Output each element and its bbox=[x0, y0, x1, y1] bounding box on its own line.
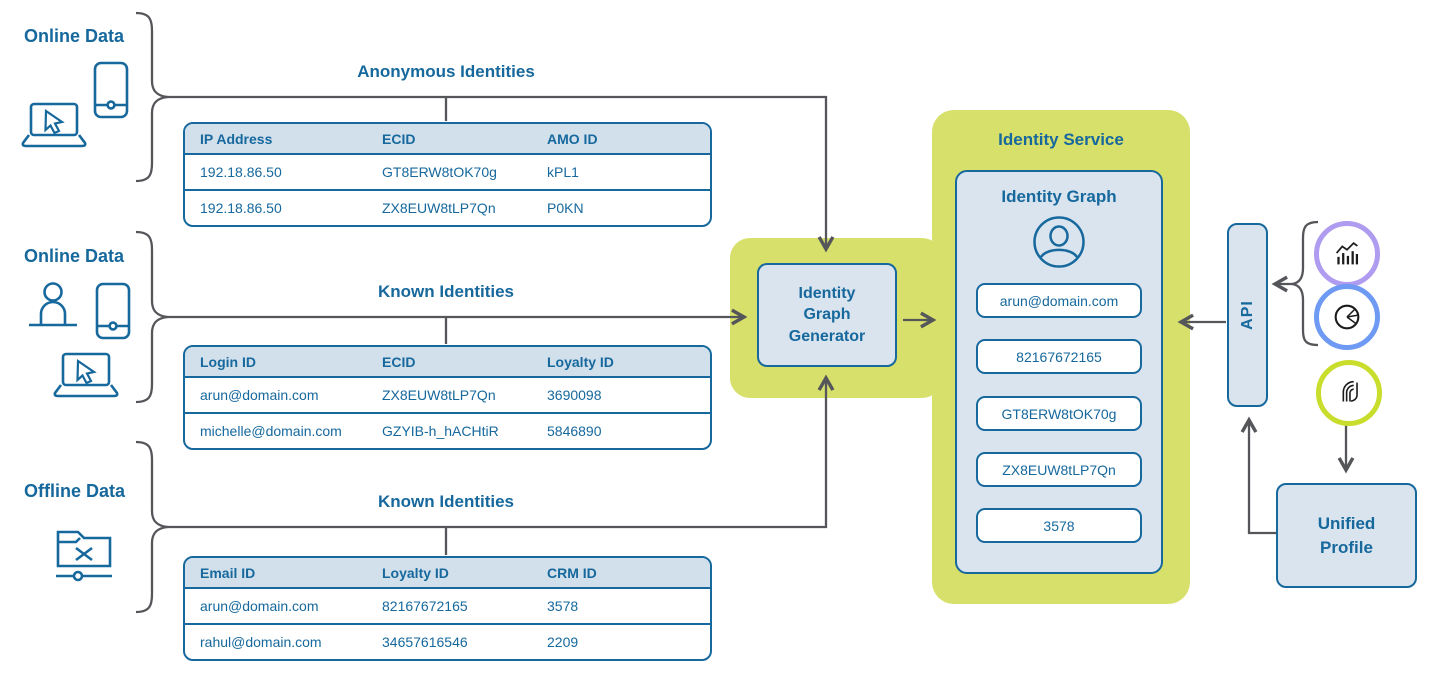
column-header: ECID bbox=[382, 353, 416, 370]
cell-email-id: rahul@domain.com bbox=[200, 634, 322, 650]
laptop-cursor-icon bbox=[21, 102, 87, 148]
brace-offline bbox=[135, 440, 169, 614]
cell-ip: 192.18.86.50 bbox=[200, 200, 282, 216]
table-row: arun@domain.com 82167672165 3578 bbox=[185, 589, 710, 623]
pie-consumer bbox=[1314, 284, 1380, 350]
column-header: IP Address bbox=[200, 130, 273, 147]
table-row: michelle@domain.com GZYIB-h_hACHtiR 5846… bbox=[185, 412, 710, 448]
cell-loyalty-id: 82167672165 bbox=[382, 598, 468, 614]
column-header: Login ID bbox=[200, 353, 256, 370]
analytics-consumer bbox=[1314, 221, 1380, 287]
cell-crm-id: 3578 bbox=[547, 598, 579, 614]
table-header-row: Login ID ECID Loyalty ID bbox=[185, 347, 710, 378]
column-header: Loyalty ID bbox=[547, 353, 614, 370]
identity-chip-email: arun@domain.com bbox=[976, 283, 1142, 318]
identity-graph-generator-box: Identity Graph Generator bbox=[757, 263, 897, 367]
profile-person-icon bbox=[1033, 216, 1085, 268]
person-icon bbox=[29, 282, 77, 327]
table-row: rahul@domain.com 34657616546 2209 bbox=[185, 623, 710, 659]
laptop-cursor-icon bbox=[53, 352, 119, 398]
source-label-online-2: Online Data bbox=[24, 246, 125, 266]
phone-icon bbox=[95, 282, 131, 340]
flow-profile-to-api bbox=[1240, 416, 1276, 535]
identity-service-title: Identity Service bbox=[998, 130, 1124, 149]
section-title-known-2: Known Identities bbox=[378, 492, 514, 511]
table-header-row: IP Address ECID AMO ID bbox=[185, 124, 710, 155]
column-header: CRM ID bbox=[547, 564, 597, 581]
network-folder-icon bbox=[56, 530, 112, 582]
cell-loyalty-id: 5846890 bbox=[547, 423, 602, 439]
cell-ecid: GZYIB-h_hACHtiR bbox=[382, 423, 499, 439]
source-label-online-1: Online Data bbox=[24, 26, 125, 46]
source-label-offline: Offline Data bbox=[24, 481, 126, 501]
brace-online-1 bbox=[135, 11, 169, 183]
identity-chip-ecid-2: ZX8EUW8tLP7Qn bbox=[976, 452, 1142, 487]
cell-ip: 192.18.86.50 bbox=[200, 164, 282, 180]
cell-login-id: michelle@domain.com bbox=[200, 423, 342, 439]
platform-logo-icon bbox=[1342, 380, 1358, 402]
section-title-known-1: Known Identities bbox=[378, 282, 514, 301]
anonymous-identities-table: IP Address ECID AMO ID 192.18.86.50 GT8E… bbox=[183, 122, 712, 227]
identity-chip-crm: 3578 bbox=[976, 508, 1142, 543]
api-box: API bbox=[1227, 223, 1268, 407]
analytics-chart-icon bbox=[1335, 242, 1359, 265]
cell-amo-id: P0KN bbox=[547, 200, 584, 216]
table-header-row: Email ID Loyalty ID CRM ID bbox=[185, 558, 710, 589]
cell-amo-id: kPL1 bbox=[547, 164, 579, 180]
identity-chip-ecid-1: GT8ERW8tOK70g bbox=[976, 396, 1142, 431]
phone-icon bbox=[93, 61, 129, 119]
identity-graph-title: Identity Graph bbox=[1001, 187, 1117, 206]
brace-consumers bbox=[1291, 220, 1319, 347]
pie-chart-icon bbox=[1334, 304, 1360, 330]
table-row: 192.18.86.50 ZX8EUW8tLP7Qn P0KN bbox=[185, 189, 710, 225]
cell-loyalty-id: 34657616546 bbox=[382, 634, 468, 650]
cell-ecid: ZX8EUW8tLP7Qn bbox=[382, 200, 496, 216]
cell-crm-id: 2209 bbox=[547, 634, 579, 650]
cell-loyalty-id: 3690098 bbox=[547, 387, 602, 403]
column-header: Loyalty ID bbox=[382, 564, 449, 581]
api-label: API bbox=[1238, 300, 1256, 330]
cell-email-id: arun@domain.com bbox=[200, 598, 319, 614]
table-row: 192.18.86.50 GT8ERW8tOK70g kPL1 bbox=[185, 155, 710, 189]
cell-ecid: GT8ERW8tOK70g bbox=[382, 164, 497, 180]
cell-login-id: arun@domain.com bbox=[200, 387, 319, 403]
column-header: ECID bbox=[382, 130, 416, 147]
cell-ecid: ZX8EUW8tLP7Qn bbox=[382, 387, 496, 403]
table-row: arun@domain.com ZX8EUW8tLP7Qn 3690098 bbox=[185, 378, 710, 412]
column-header: AMO ID bbox=[547, 130, 598, 147]
section-title-anonymous: Anonymous Identities bbox=[357, 62, 535, 81]
brace-online-2 bbox=[135, 230, 169, 404]
known-identities-table-offline: Email ID Loyalty ID CRM ID arun@domain.c… bbox=[183, 556, 712, 661]
unified-profile-box: Unified Profile bbox=[1276, 483, 1417, 588]
known-identities-table-online: Login ID ECID Loyalty ID arun@domain.com… bbox=[183, 345, 712, 450]
identity-chip-loyalty: 82167672165 bbox=[976, 339, 1142, 374]
platform-consumer bbox=[1316, 360, 1382, 426]
column-header: Email ID bbox=[200, 564, 256, 581]
